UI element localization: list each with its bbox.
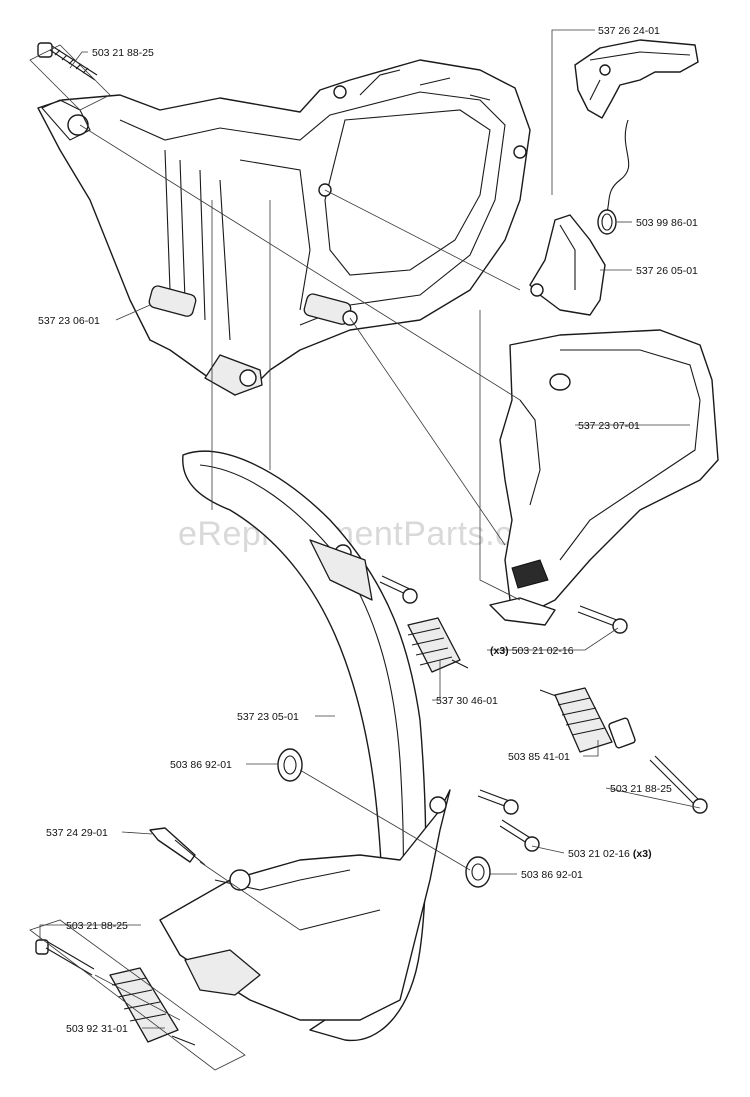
callout-503-92-31-01: 503 92 31-01 (66, 1023, 128, 1035)
trigger-spring (597, 119, 630, 235)
callout-503-21-02-16-top: (x3)503 21 02-16 (490, 645, 574, 657)
av-spring-503-92-31 (109, 967, 196, 1046)
screw-lower-right-1 (477, 789, 519, 815)
qty-suffix: (x3) (633, 848, 652, 860)
callout-537-23-07-01: 537 23 07-01 (578, 420, 640, 432)
av-spring-537-30-46 (407, 617, 469, 673)
bushing-lower (465, 856, 491, 888)
callout-537-26-05-01: 537 26 05-01 (636, 265, 698, 277)
group-box-bottom-left (29, 919, 246, 1071)
screw-top-left (37, 42, 98, 81)
callout-537-24-29-01: 537 24 29-01 (46, 827, 108, 839)
callout-537-23-05-01: 537 23 05-01 (237, 711, 299, 723)
bushing-upper (277, 748, 303, 782)
part-number: 503 21 02-16 (512, 645, 574, 657)
screw-front-handle (379, 575, 418, 604)
callout-537-26-24-01: 537 26 24-01 (598, 25, 660, 37)
pin-537-24-29 (149, 827, 206, 866)
screw-mid-right (577, 605, 628, 634)
rear-handle-housing (37, 59, 531, 396)
callout-503-86-92-01-lower: 503 86 92-01 (521, 869, 583, 881)
qty-prefix: (x3) (490, 645, 509, 657)
callout-leaders (39, 29, 701, 1029)
lower-bracket (159, 789, 451, 1021)
screw-right-av (649, 755, 708, 814)
callout-503-21-88-25-bottom: 503 21 88-25 (66, 920, 128, 932)
screw-bottom-left (35, 939, 95, 976)
callout-503-86-92-01-upper: 503 86 92-01 (170, 759, 232, 771)
callout-labels: 503 21 88-25 537 26 24-01 503 99 86-01 5… (38, 25, 698, 1035)
callout-503-85-41-01: 503 85 41-01 (508, 751, 570, 763)
group-box-top-left (29, 44, 111, 111)
trigger-part (574, 39, 699, 119)
handle-cover (489, 329, 719, 626)
callout-537-30-46-01: 537 30 46-01 (436, 695, 498, 707)
assembly-lines (79, 124, 521, 1021)
callout-537-23-06-01: 537 23 06-01 (38, 315, 100, 327)
screw-lower-right-2 (499, 819, 540, 852)
throttle-lockout (529, 214, 606, 316)
callout-503-99-86-01: 503 99 86-01 (636, 217, 698, 229)
callout-503-21-88-25-right: 503 21 88-25 (610, 783, 672, 795)
callout-503-21-02-16-lower: 503 21 02-16(x3) (568, 848, 652, 860)
av-spring-503-85-41 (539, 687, 636, 753)
watermark-text: eReplacementParts.com (178, 515, 561, 553)
part-number: 503 21 02-16 (568, 848, 630, 860)
callout-503-21-88-25-top: 503 21 88-25 (92, 47, 154, 59)
